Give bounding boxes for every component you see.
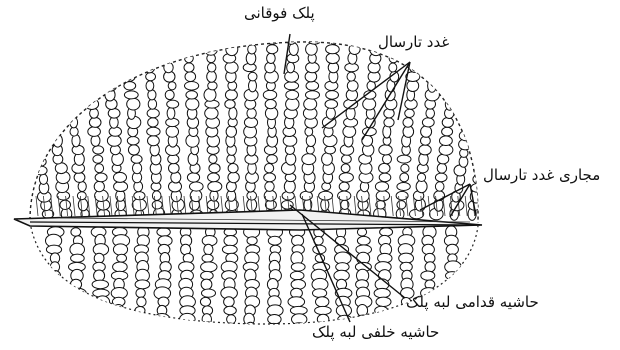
upper-gland	[184, 34, 204, 218]
label-tarsal-gland-ducts: مجاری غدد تارسال	[483, 168, 600, 183]
upper-gland	[223, 36, 239, 219]
lower-gland	[398, 228, 415, 334]
label-upper-eyelid: پلک فوقانی	[244, 6, 315, 21]
hatch-line	[73, 196, 75, 216]
lower-gland	[419, 226, 437, 335]
upper-gland	[18, 35, 54, 218]
hatch-line	[169, 196, 171, 216]
lower-gland	[133, 226, 149, 334]
label-tarsal-glands: غدد تارسال	[378, 35, 449, 50]
lower-gland	[91, 227, 109, 333]
lower-gland	[444, 226, 461, 335]
lower-gland	[243, 226, 260, 334]
label-posterior-lid-margin: حاشیه خلفی لبه پلک	[312, 325, 439, 340]
lower-gland	[221, 228, 238, 333]
lower-gland	[200, 227, 217, 335]
upper-gland	[141, 34, 165, 221]
lower-gland	[111, 228, 129, 335]
lower-gland	[288, 227, 307, 333]
hatch-line	[465, 196, 467, 216]
lower-gland	[46, 227, 65, 333]
upper-tarsal-glands	[18, 34, 505, 221]
hatch-line	[147, 196, 149, 216]
upper-gland	[263, 36, 279, 218]
upper-gland	[204, 34, 222, 218]
upper-gland	[243, 35, 258, 219]
upper-gland	[281, 36, 299, 220]
upper-gland	[338, 34, 361, 220]
upper-gland	[121, 35, 147, 219]
upper-gland	[450, 35, 487, 220]
hatch-line	[391, 196, 393, 216]
upper-gland	[468, 35, 505, 221]
hatch-line	[406, 196, 408, 216]
lower-gland	[265, 226, 283, 332]
label-anterior-lid-margin: حاشیه قدامی لبه پلک	[406, 295, 539, 310]
hatch-line	[110, 196, 112, 216]
hatch-line	[354, 196, 356, 216]
upper-gland	[300, 36, 321, 219]
lower-gland	[179, 227, 196, 334]
lower-gland	[69, 228, 87, 333]
lower-tarsal-glands	[46, 226, 462, 335]
